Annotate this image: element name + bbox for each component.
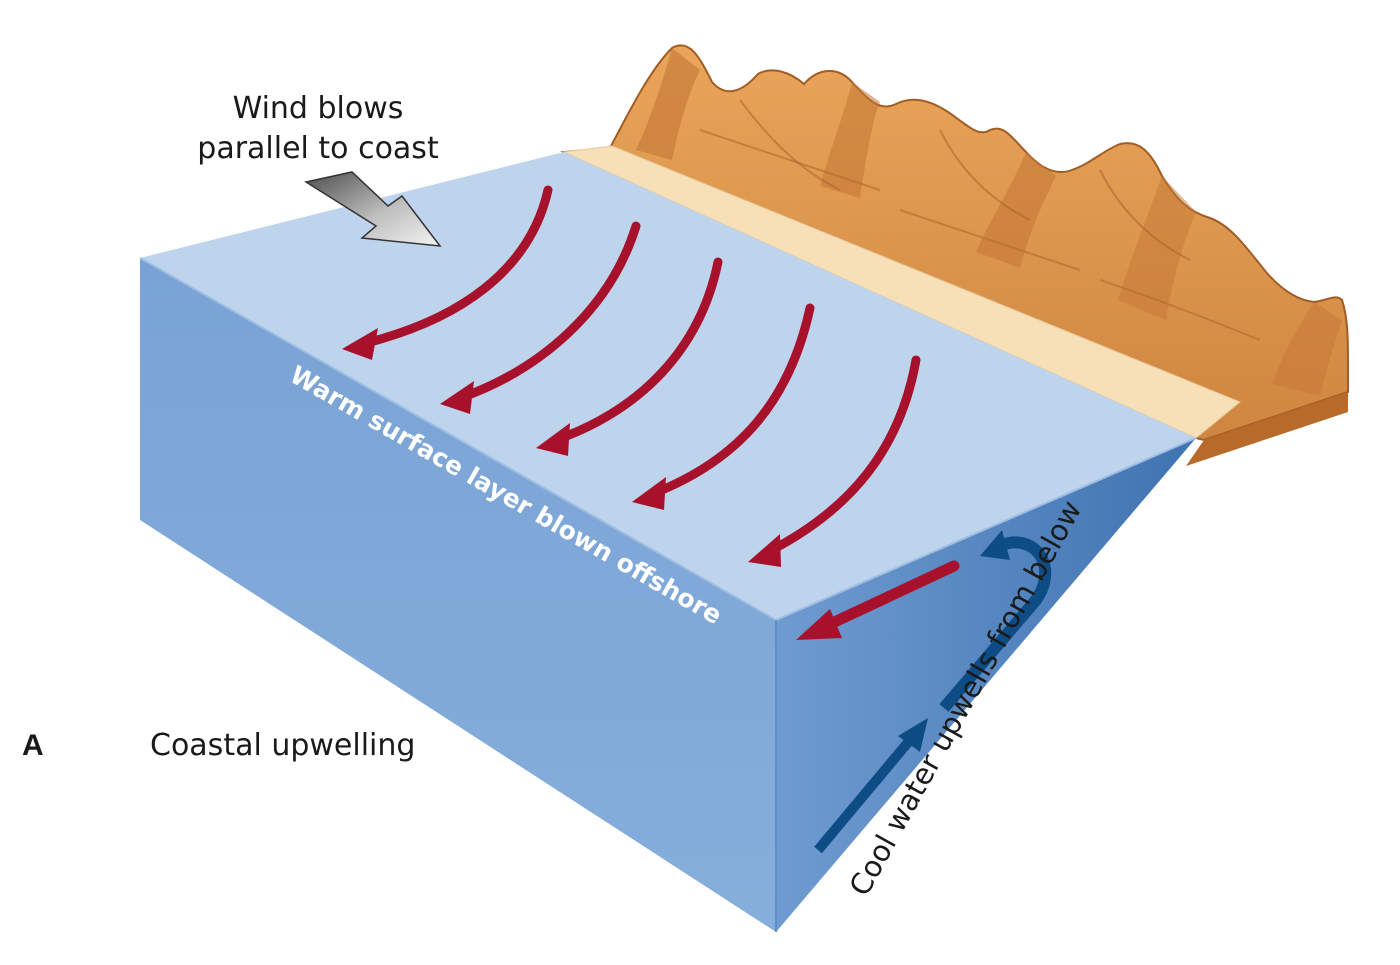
wind-label-line1: Wind blows [233, 91, 404, 126]
ocean-block [139, 152, 1197, 932]
warm-current-arrow [632, 303, 815, 510]
warm-surface-currents [342, 185, 921, 567]
warm-current-arrow [536, 257, 723, 456]
ocean-side-face [776, 438, 1196, 932]
ocean-surface [140, 152, 1196, 620]
offshore-side-arrow [796, 560, 960, 640]
cool-upwelling-arrows [814, 530, 1052, 854]
diagram-caption: Coastal upwelling [150, 728, 415, 763]
ocean-front-face [140, 258, 776, 932]
warm-current-arrow [342, 185, 553, 360]
panel-letter: A [22, 729, 44, 762]
warm-current-arrow [748, 355, 921, 567]
wind-arrow [304, 171, 442, 247]
wind-label-line2: parallel to coast [197, 131, 439, 166]
warm-current-arrow [440, 221, 641, 414]
coastal-mountains [560, 44, 1349, 466]
